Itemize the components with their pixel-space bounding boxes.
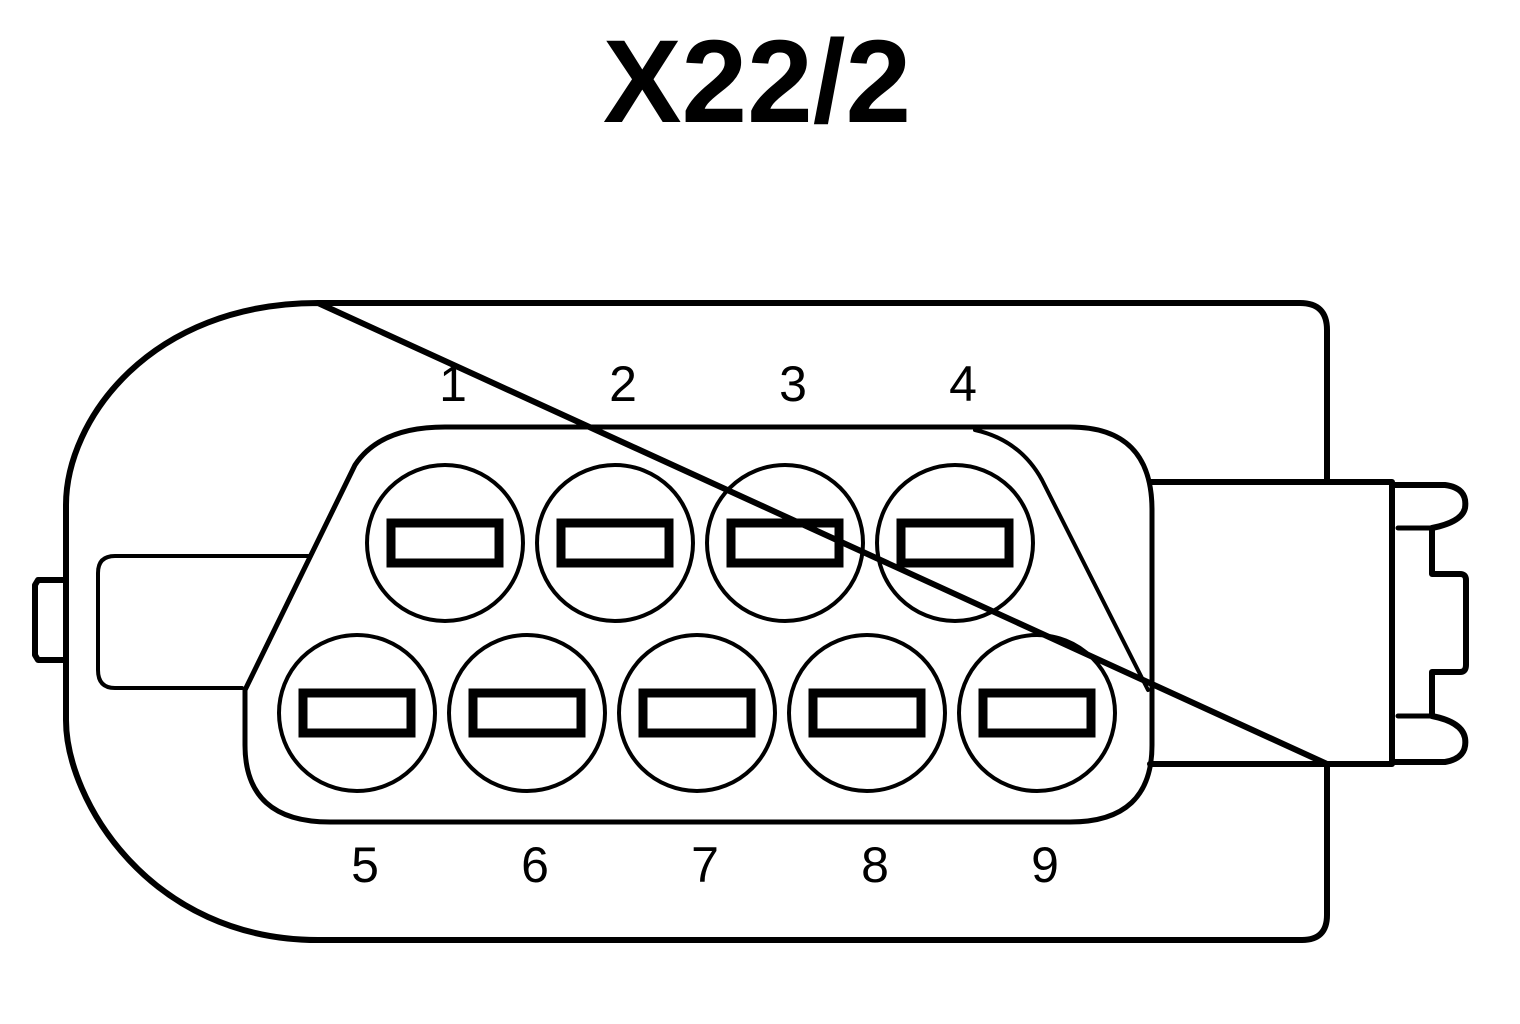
- pin-number-label: 3: [779, 356, 807, 412]
- pin-terminal: [386, 518, 504, 568]
- pin-socket: [705, 463, 865, 623]
- right-lock-clip: [1389, 482, 1469, 765]
- pin-terminal: [726, 518, 844, 568]
- pin-group: [277, 463, 1117, 793]
- left-latch-tab: [32, 577, 69, 663]
- pin-socket: [277, 633, 437, 793]
- pin-socket: [617, 633, 777, 793]
- right-lock-box: [1147, 479, 1395, 767]
- pin-6: [447, 633, 607, 793]
- pin-cavity-inner-edge: [973, 428, 1150, 692]
- pin-label-group: 1 2 3 4 5 6 7 8 9: [351, 356, 1059, 893]
- pin-terminal: [298, 688, 416, 738]
- pin-terminal: [808, 688, 926, 738]
- housing-outline: [63, 300, 1330, 943]
- pin-cavity-outline: [242, 424, 1155, 825]
- pin-number-label: 5: [351, 837, 379, 893]
- connector-housing: [32, 300, 1469, 943]
- pin-socket: [787, 633, 947, 793]
- pin-terminal: [978, 688, 1096, 738]
- pin-4: [875, 463, 1035, 623]
- pin-socket: [875, 463, 1035, 623]
- pin-socket: [957, 633, 1117, 793]
- pin-number-label: 8: [861, 837, 889, 893]
- pin-5: [277, 633, 437, 793]
- pin-number-label: 4: [949, 356, 977, 412]
- pin-terminal: [556, 518, 674, 568]
- left-key-slot: [96, 554, 310, 690]
- pin-9: [957, 633, 1117, 793]
- pin-terminal: [468, 688, 586, 738]
- pin-3: [705, 463, 865, 623]
- pin-8: [787, 633, 947, 793]
- pin-number-label: 6: [521, 837, 549, 893]
- pin-socket: [365, 463, 525, 623]
- pin-socket: [535, 463, 695, 623]
- pin-1: [365, 463, 525, 623]
- pin-terminal: [638, 688, 756, 738]
- pin-number-label: 7: [691, 837, 719, 893]
- pin-number-label: 1: [439, 356, 467, 412]
- connector-title: X22/2: [603, 16, 911, 148]
- pin-terminal: [896, 518, 1014, 568]
- pin-2: [535, 463, 695, 623]
- pin-number-label: 9: [1031, 837, 1059, 893]
- pin-7: [617, 633, 777, 793]
- pin-socket: [447, 633, 607, 793]
- pin-number-label: 2: [609, 356, 637, 412]
